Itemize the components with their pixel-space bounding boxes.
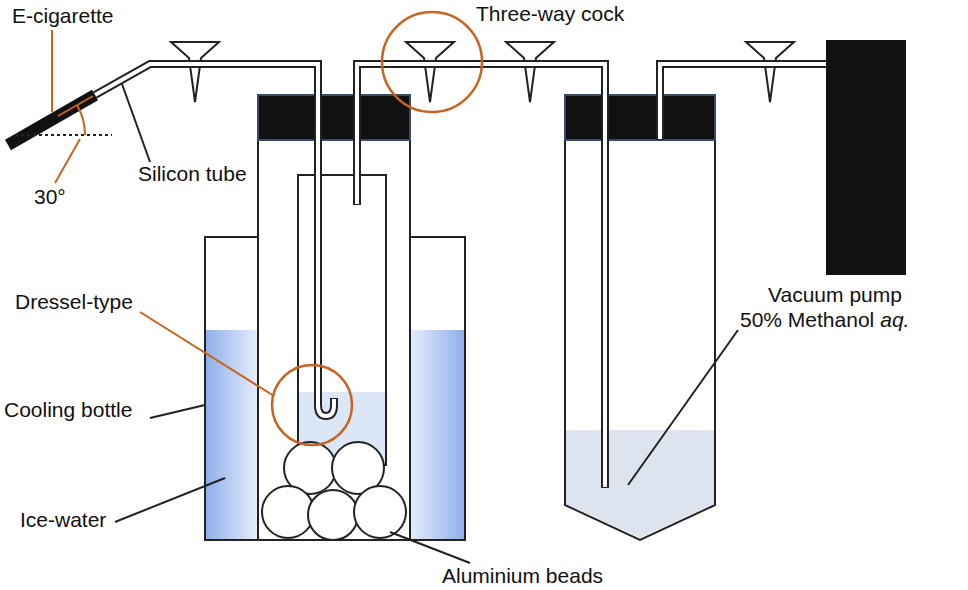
tubing: [95, 64, 826, 488]
trap-bottle: [258, 95, 410, 540]
vacuum-pump: Vacuum pump: [731, 40, 939, 307]
part-label: Ice-water: [20, 508, 106, 532]
methanol-liquid: [566, 430, 714, 538]
ice-water: [410, 330, 464, 539]
highlight-circle: [272, 365, 352, 445]
leader-lines: [52, 30, 738, 563]
angle-label: 30°: [34, 185, 66, 209]
solution-label: 50% Methanol: [740, 308, 874, 332]
highlight-circle: [382, 12, 482, 112]
angle-arc: [77, 105, 85, 135]
part-label: Silicon tube: [138, 162, 247, 186]
inner-tube: [298, 175, 386, 465]
pump-label: Vacuum pump: [731, 283, 939, 307]
solution-label: aq.: [880, 308, 909, 332]
ice-water: [206, 330, 258, 539]
reference-line: [15, 134, 112, 136]
part-label: Dressel-type: [15, 290, 133, 314]
three-way-cock: [171, 42, 794, 102]
methanol-bottle: [565, 140, 715, 540]
part-label: Cooling bottle: [4, 398, 132, 422]
part-label: E-cigarette: [12, 4, 114, 28]
bottle-cap: [258, 95, 410, 140]
bottle-cap: [565, 95, 715, 140]
aluminium-beads: [262, 442, 406, 540]
pump-body: [826, 40, 906, 275]
part-label: Aluminium beads: [442, 564, 603, 588]
part-label: Three-way cock: [476, 2, 624, 26]
